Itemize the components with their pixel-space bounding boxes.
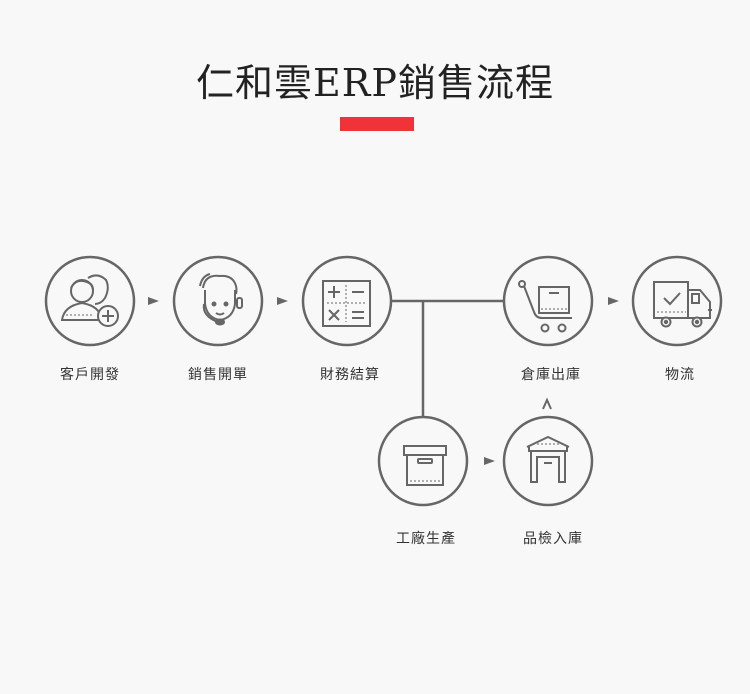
arrow-customer-sales [148,297,159,305]
arrow-factory-inspect [484,457,495,465]
step-label-factory: 工廠生產 [396,531,456,547]
delivery-truck-icon [653,281,712,328]
step-label-sales: 銷售開單 [188,367,248,383]
headset-agent-icon [199,273,243,326]
customer-add-icon [60,274,119,327]
warehouse-icon [526,435,570,483]
step-label-inspect: 品檢入庫 [523,531,583,547]
step-circle-customer [44,255,136,347]
step-circle-factory [377,415,469,507]
step-label-logistics: 物流 [665,367,695,383]
step-label-finance: 財務結算 [320,367,380,383]
arrow-inspect-warehouse [542,397,552,410]
step-label-customer: 客戶開發 [60,367,120,383]
step-circle-inspect [502,415,594,507]
box-icon [403,445,447,486]
arrow-sales-finance [277,297,288,305]
step-circle-logistics [631,255,723,347]
step-circle-sales [172,255,264,347]
calculator-icon [322,280,371,327]
step-label-warehouse: 倉庫出庫 [521,367,581,383]
title-accent-bar [340,117,414,131]
arrow-warehouse-logistics [608,297,619,305]
cart-box-icon [518,280,572,333]
step-circle-warehouse [502,255,594,347]
step-circle-finance [301,255,393,347]
page-title: 仁和雲ERP銷售流程 [196,61,554,105]
